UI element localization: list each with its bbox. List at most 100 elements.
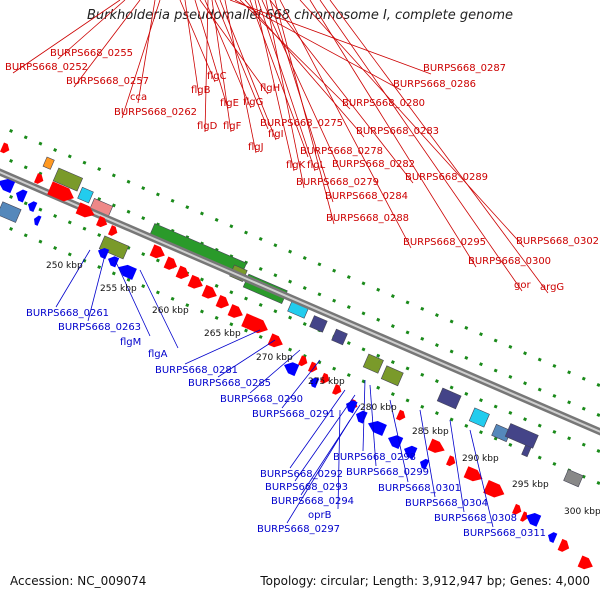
cog-feature-box xyxy=(468,407,490,428)
forward-gene-arrow xyxy=(446,455,456,467)
reverse-gene-label: BURPS668_0298 xyxy=(333,452,416,463)
forward-gene-label: flgE xyxy=(220,98,239,109)
forward-gene-label: flgH xyxy=(260,83,280,94)
reverse-callout-line xyxy=(362,379,366,452)
forward-callout-line xyxy=(265,0,305,189)
gene-labels: BURPS668_0255BURPS668_0252BURPS668_0257c… xyxy=(5,48,599,539)
forward-gene-arrow xyxy=(298,355,308,367)
forward-callout-line xyxy=(299,0,525,248)
reverse-callout-line xyxy=(389,399,409,483)
reverse-callout-line xyxy=(87,254,106,322)
reverse-gene-label: BURPS668_0281 xyxy=(155,365,238,376)
cog-feature-box xyxy=(98,235,130,260)
cog-feature-box xyxy=(0,201,22,223)
reverse-callout-line xyxy=(294,394,356,482)
reverse-gene-arrow xyxy=(118,264,137,280)
forward-callout-line xyxy=(269,0,414,184)
forward-gene-label: flgI xyxy=(268,129,284,140)
forward-callout-line xyxy=(137,0,156,104)
scale-tick-label: 250 kbp xyxy=(46,261,83,271)
forward-gene-arrow xyxy=(201,284,217,299)
reverse-gene-label: BURPS668_0304 xyxy=(405,498,488,509)
cog-feature-box xyxy=(380,365,404,387)
reverse-gene-label: BURPS668_0301 xyxy=(378,483,461,494)
scale-tick-label: 260 kbp xyxy=(152,306,189,316)
reverse-gene-arrow xyxy=(548,532,558,543)
reverse-callout-line xyxy=(217,339,276,378)
topology-text: Topology: circular; Length: 3,912,947 bp… xyxy=(260,574,590,588)
forward-callout-line xyxy=(244,0,365,138)
reverse-gene-arrow xyxy=(310,377,320,389)
forward-gene-label: BURPS668_0278 xyxy=(300,146,383,157)
scale-tick-label: 280 kbp xyxy=(360,403,397,413)
reverse-gene-arrow xyxy=(16,189,28,203)
forward-gene-label: BURPS668_0302 xyxy=(516,236,599,247)
forward-callout-line xyxy=(204,0,209,133)
reverse-callout-line xyxy=(289,389,346,469)
forward-gene-arrow xyxy=(47,181,74,202)
reverse-gene-label: BURPS668_0299 xyxy=(346,467,429,478)
cog-feature-box xyxy=(563,469,584,488)
scale-tick-label: 265 kbp xyxy=(204,329,241,339)
scale-tick-label: 275 kbp xyxy=(308,377,345,387)
reverse-gene-arrow xyxy=(0,178,16,194)
forward-gene-label: BURPS668_0280 xyxy=(342,98,425,109)
reverse-gene-label: BURPS668_0261 xyxy=(26,308,109,319)
forward-gene-label: cca xyxy=(130,92,147,103)
cog-feature-box xyxy=(52,167,84,192)
reverse-gene-arrow xyxy=(284,362,300,377)
forward-gene-label: BURPS668_0284 xyxy=(325,191,408,202)
forward-gene-arrow xyxy=(520,511,528,522)
forward-gene-label: BURPS668_0257 xyxy=(66,76,149,87)
callout-lines xyxy=(12,0,549,528)
cog-feature-box xyxy=(436,387,462,410)
forward-callout-line xyxy=(274,0,335,225)
forward-gene-label: flgD xyxy=(197,121,218,132)
forward-gene-label: flgJ xyxy=(248,142,264,153)
forward-gene-label: BURPS668_0282 xyxy=(332,159,415,170)
reverse-gene-arrow xyxy=(108,256,120,268)
forward-gene-arrow xyxy=(320,372,330,384)
cog-feature-box xyxy=(309,315,328,333)
reverse-callout-line xyxy=(139,269,179,349)
cog-feature-box xyxy=(362,353,384,374)
scale-tick-label: 290 kbp xyxy=(462,454,499,464)
forward-gene-arrow xyxy=(463,466,483,482)
reverse-gene-arrow xyxy=(404,445,418,460)
reverse-callout-line xyxy=(469,429,494,528)
reverse-gene-label: BURPS668_0297 xyxy=(257,524,340,535)
forward-gene-label: BURPS668_0295 xyxy=(403,237,486,248)
reverse-gene-label: BURPS668_0292 xyxy=(260,469,343,480)
forward-callout-line xyxy=(224,0,257,154)
forward-gene-label: flgL xyxy=(307,160,326,171)
reverse-callout-line xyxy=(449,419,465,513)
scale-tick-label: 255 kbp xyxy=(100,284,137,294)
forward-callout-line xyxy=(319,0,523,292)
forward-gene-arrow xyxy=(241,313,268,334)
reverse-gene-arrow xyxy=(526,512,542,527)
gene-arrows xyxy=(0,142,593,570)
forward-gene-arrow xyxy=(227,304,243,318)
forward-callout-line xyxy=(239,0,351,110)
reverse-gene-label: oprB xyxy=(308,510,332,521)
reverse-gene-arrow xyxy=(388,435,404,450)
cog-feature-box xyxy=(331,328,348,346)
forward-callout-line xyxy=(194,0,229,110)
reverse-gene-arrow xyxy=(420,458,430,470)
forward-gene-label: BURPS668_0262 xyxy=(114,107,197,118)
reverse-gene-label: BURPS668_0293 xyxy=(265,482,348,493)
forward-callout-line xyxy=(249,0,309,158)
reverse-gene-label: flgA xyxy=(148,349,168,360)
reverse-callout-line xyxy=(419,409,436,498)
reverse-gene-label: BURPS668_0290 xyxy=(220,394,303,405)
forward-callout-line xyxy=(184,0,200,97)
forward-gene-arrow xyxy=(149,244,165,259)
forward-gene-label: gor xyxy=(514,280,531,291)
forward-gene-arrow xyxy=(396,409,406,421)
forward-gene-arrow xyxy=(483,479,505,498)
scale-tick-label: 295 kbp xyxy=(512,480,549,490)
forward-gene-label: argG xyxy=(540,282,564,293)
